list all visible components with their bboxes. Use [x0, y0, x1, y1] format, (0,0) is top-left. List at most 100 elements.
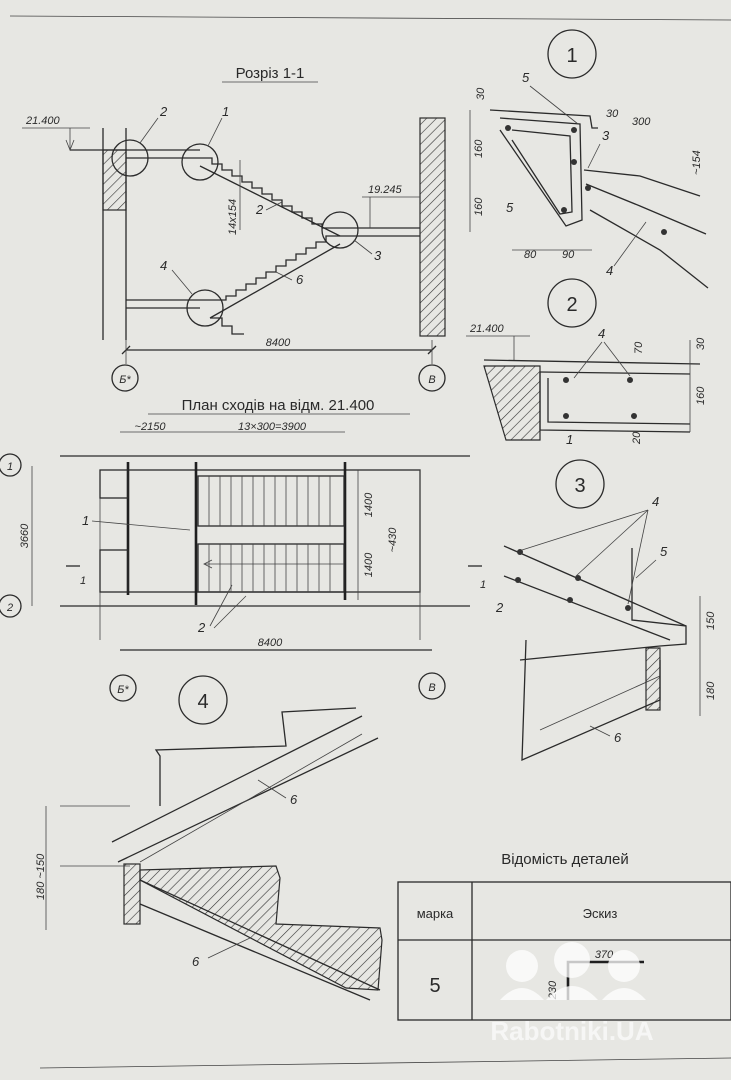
detail1-part-0: 5 — [522, 70, 530, 85]
detail3-leader-0b — [575, 509, 649, 577]
detail2-slab-top — [483, 359, 701, 365]
detail2-stringer-inner — [547, 378, 691, 425]
detail3-circle — [555, 459, 605, 509]
detail1-number: 1 — [566, 45, 577, 67]
detail1-bar-5 — [585, 185, 591, 191]
upper-flight-steps — [200, 157, 340, 229]
detail3-part-1: 5 — [660, 544, 668, 559]
detail1-bar-3 — [571, 159, 577, 165]
detail-4: 4 180 ~150 6 6 — [35, 675, 383, 1001]
detail2-part-0: 4 — [598, 326, 605, 341]
watermark: Rabotniki.UA — [490, 942, 654, 1046]
detail1-flight-mid — [585, 183, 707, 235]
section-mark-label: 1 — [80, 575, 86, 587]
sheet-bottom-edge — [39, 1057, 731, 1069]
table-title: Відомість деталей — [501, 851, 629, 868]
callout-circle-4 — [186, 289, 224, 327]
detail4-beam — [123, 863, 141, 925]
detail4-part-1: 6 — [192, 954, 200, 969]
detail1-dim-4: 160 — [473, 197, 485, 216]
right-wall-hatch — [419, 117, 446, 337]
callout-label-4: 4 — [160, 258, 167, 273]
detail3-leader-1 — [635, 559, 657, 579]
detail2-bar-4 — [631, 413, 637, 419]
section-title: Розріз 1-1 — [236, 65, 305, 82]
lower-flight-soffit — [209, 243, 341, 319]
table-frame — [397, 881, 731, 1021]
plan-part-leader-1 — [91, 520, 191, 531]
detail1-stringer-outer — [499, 117, 583, 227]
detail4-upper-steps — [154, 707, 357, 806]
plan-block-bottom — [99, 549, 129, 593]
stair-plan: План сходів на відм. 21.400 ~2150 13×300… — [0, 397, 470, 702]
detail2-slab-mid — [539, 371, 691, 375]
detail1-part-leader-0 — [529, 85, 579, 125]
row-label-1: 1 — [7, 461, 13, 473]
detail1-stringer-inner — [511, 129, 573, 215]
sheet-top-edge — [9, 15, 731, 21]
plan-arrow-head — [203, 559, 213, 569]
row-label-2: 2 — [6, 602, 13, 614]
detail4-part-0: 6 — [290, 792, 298, 807]
detail3-bar-5 — [625, 605, 631, 611]
plan-treads-upper — [197, 475, 345, 527]
details-table: Відомість деталей марка Эскиз 5 370 230 — [397, 851, 731, 1021]
detail2-circle — [547, 278, 597, 328]
callout-label-3: 3 — [374, 248, 382, 263]
detail1-dim-3: 160 — [473, 139, 485, 158]
plan-part-leader-2b — [213, 595, 247, 629]
detail-3: 3 4 5 2 6 150 180 1 — [468, 459, 717, 762]
callout-circle-1 — [181, 143, 219, 181]
detail3-bar-1 — [517, 549, 523, 555]
plan-axis-marker-v — [418, 672, 446, 700]
dim-depth: 3660 — [19, 523, 31, 548]
detail4-dim-0: 180 ~150 — [35, 853, 47, 900]
plan-part-label-2: 2 — [197, 620, 206, 635]
detail3-section-mark: 1 — [480, 579, 486, 591]
callout-label-1: 1 — [222, 104, 229, 119]
detail1-dim-5: ~154 — [691, 150, 703, 175]
callout-label-2: 2 — [159, 104, 168, 119]
detail3-bar-2 — [575, 575, 581, 581]
detail2-part-leader-0b — [603, 341, 631, 377]
dim-total-width: ~430 — [387, 527, 399, 553]
riser-label: 14x154 — [227, 199, 239, 235]
detail4-lower-stringer-bottom — [139, 903, 371, 1001]
detail3-part-0: 4 — [652, 494, 659, 509]
detail2-part-1: 1 — [566, 432, 573, 447]
detail3-lower-inner — [539, 675, 661, 731]
detail3-part-2: 2 — [495, 600, 504, 615]
callout-circle-3 — [321, 211, 359, 249]
detail3-leader-0a — [521, 509, 649, 551]
axis-label-v: В — [428, 374, 435, 386]
detail1-bar-2 — [571, 127, 577, 133]
plan-axis-marker-b — [109, 674, 137, 702]
callout-circle-2 — [111, 139, 149, 177]
upper-flight-soffit — [199, 165, 341, 237]
leader-2 — [139, 117, 159, 144]
dim-flight2: 1400 — [363, 552, 375, 577]
table-col-mark: марка — [417, 906, 454, 921]
detail2-level: 21.400 — [469, 323, 505, 335]
leader-3 — [353, 239, 373, 255]
level-mid-label: 19.245 — [368, 184, 403, 196]
detail3-leader-3 — [589, 725, 611, 737]
dim-flight1: 1400 — [363, 492, 375, 517]
table-row-mark: 5 — [429, 975, 440, 997]
table-col-sketch: Эскиз — [583, 906, 618, 921]
detail1-part-leader-1 — [587, 143, 601, 169]
row-marker-1 — [0, 453, 22, 477]
detail2-wall — [483, 365, 541, 441]
detail3-number: 3 — [574, 475, 585, 497]
span-label: 8400 — [266, 337, 291, 349]
detail3-beam-hatch — [645, 647, 661, 711]
leader-1 — [207, 117, 223, 147]
detail3-part-3: 6 — [614, 730, 622, 745]
detail-2: 2 21.400 70 160 30 20 4 1 — [466, 278, 707, 447]
detail1-flight-bottom — [589, 209, 709, 289]
detail3-bar-4 — [567, 597, 573, 603]
detail2-dim-2: 30 — [695, 337, 707, 350]
detail1-bar-6 — [661, 229, 667, 235]
detail2-number: 2 — [566, 294, 577, 316]
